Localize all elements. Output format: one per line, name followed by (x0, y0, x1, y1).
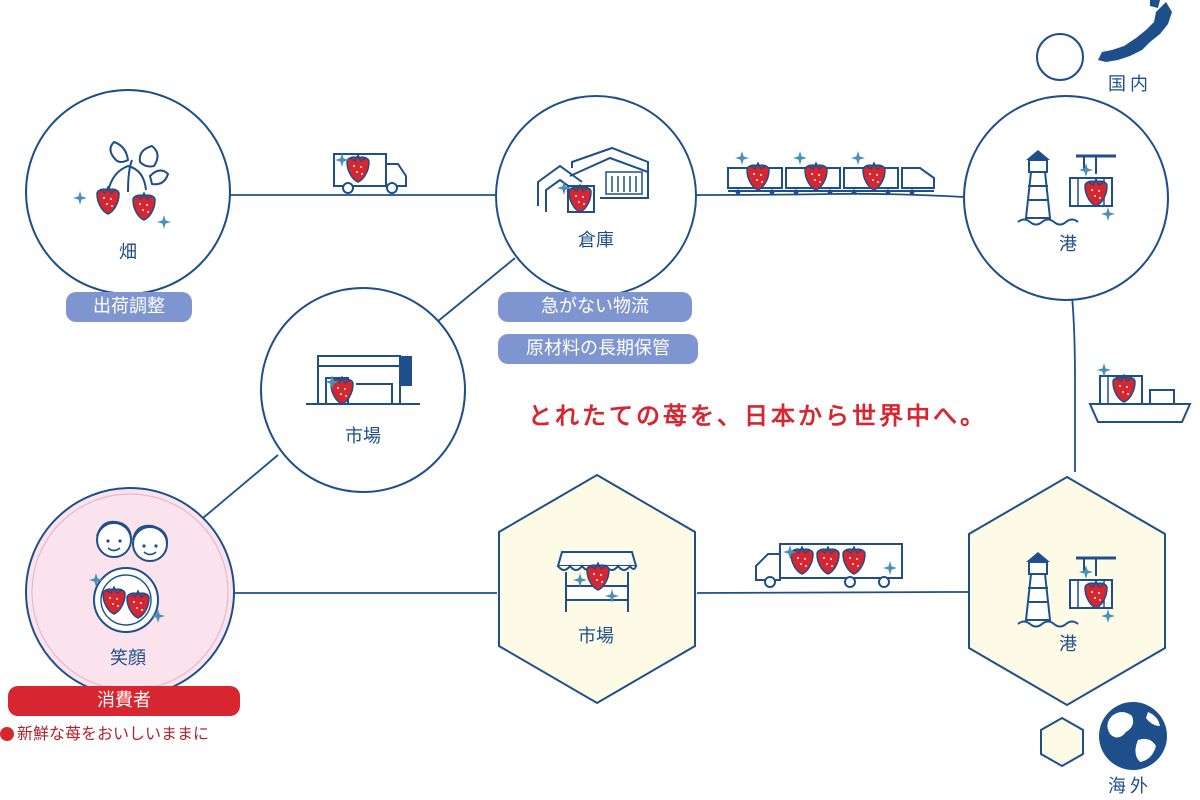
slogan: とれたての苺を、日本から世界中へ。 (528, 402, 987, 430)
legend-domestic-label: 国内 (1108, 74, 1152, 95)
warehouse-node: 倉庫 (495, 95, 697, 297)
market-store-icon (306, 355, 420, 405)
tag-shipment-adjustment: 出荷調整 (66, 292, 192, 322)
delivery-truck-icon (333, 153, 407, 194)
node-label-consumer: 笑顔 (110, 648, 146, 669)
delivery-truck-icon (755, 543, 903, 588)
legend-overseas-label: 海外 (1108, 776, 1152, 797)
japan-map-icon (1098, 0, 1172, 62)
domestic-port-node: 港 (963, 95, 1169, 301)
consumer-note: 新鮮な苺をおいしいままに (0, 722, 209, 746)
strawberry-plant-icon (73, 140, 171, 229)
market-stall-icon (556, 551, 638, 612)
node-label-domestic-port: 港 (1059, 234, 1077, 255)
legend-overseas (1040, 702, 1167, 770)
node-label-domestic-market: 市場 (345, 426, 381, 447)
node-label-overseas-market: 市場 (578, 626, 614, 647)
node-label-field: 畑 (119, 242, 137, 263)
node-label-warehouse: 倉庫 (578, 230, 614, 251)
children-faces-icon (89, 520, 169, 633)
node-label-overseas-port: 港 (1059, 634, 1077, 655)
warehouse-icon (537, 146, 649, 213)
overseas-market-node: 市場 (498, 473, 696, 705)
consumer-note-text: 新鮮な苺をおいしいままに (17, 724, 210, 743)
consumer-node: 笑顔 (25, 487, 235, 697)
globe-icon (1099, 702, 1167, 770)
cargo-ship-icon (1088, 363, 1192, 423)
tag-consumer: 消費者 (8, 686, 240, 716)
bullet-dot (0, 727, 14, 741)
legend-domestic (1036, 0, 1172, 81)
freight-train-icon (727, 151, 935, 195)
tag-non-urgent-logistics: 急がない物流 (498, 292, 692, 322)
field-node: 畑 (25, 89, 231, 295)
overseas-port-node: 港 (968, 475, 1166, 707)
route-lines (202, 192, 1076, 594)
tag-raw-material-storage: 原材料の長期保管 (498, 334, 698, 364)
domestic-market-node: 市場 (260, 287, 466, 493)
